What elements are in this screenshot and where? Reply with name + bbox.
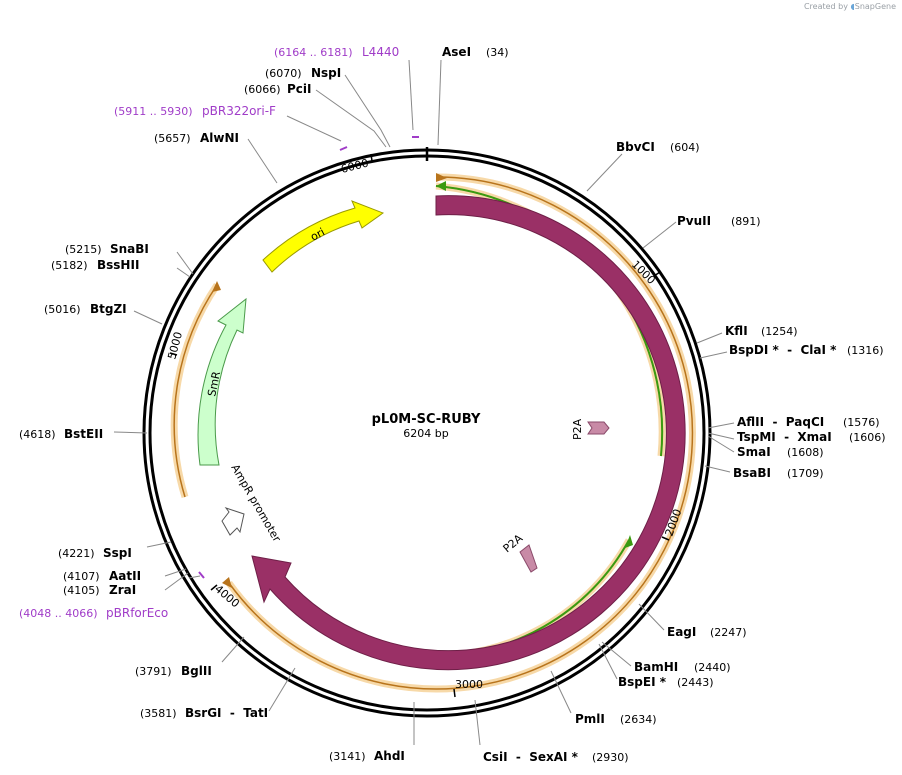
ori-label: ori [308,225,327,243]
site-eagi-pos: (2247) [710,626,747,639]
site-bsabi-pos: (1709) [787,467,824,480]
site-pmli: PmlI [575,712,605,726]
restriction-sites: AseI (34) BbvCI (604) PvuII (891) KflI (… [19,45,886,764]
site-pvuii: PvuII [677,214,711,228]
site-sspi-pos: (4221) [58,547,95,560]
site-bspei: BspEI * [618,675,667,689]
ruby-label: RUBY [603,501,627,533]
site-bspei-pos: (2443) [677,676,714,689]
ruby-feature [251,195,686,671]
site-ahdi-pos: (3141) [329,750,366,763]
tick-6000: 6000 [340,157,370,176]
site-kfli-pos: (1254) [761,325,798,338]
primer-pbrforeco-name: pBRforEco [106,606,168,620]
snapgene-logo-icon: ◖ [850,2,855,11]
site-alwni: AlwNI [200,131,239,145]
site-tspmi-pos: (1606) [849,431,886,444]
site-bspdi-pos: (1316) [847,344,884,357]
site-bsteii: BstEII [64,427,103,441]
site-tspmi: TspMI - XmaI [737,430,832,444]
site-bsrgi-pos: (3581) [140,707,177,720]
leader-lines [113,59,735,746]
site-btgzi-pos: (5016) [44,303,81,316]
site-eagi: EagI [667,625,696,639]
site-kfli: KflI [725,324,748,338]
ampr-promoter-feature [221,507,245,536]
primer-pbrforeco-range: (4048 .. 4066) [19,607,98,620]
site-bamhi: BamHI [634,660,678,674]
site-bspdi: BspDI * - ClaI * [729,343,837,357]
site-nspi: NspI [311,66,341,80]
site-csii-pos: (2930) [592,751,629,764]
site-aatii-pos: (4107) [63,570,100,583]
site-asei: AseI [442,45,471,59]
primer-pbrforeco-mark [198,571,205,579]
site-bglii-pos: (3791) [135,665,172,678]
site-csii: CsiI - SexAI * [483,750,579,764]
ori-feature [262,200,385,273]
site-bsteii-pos: (4618) [19,428,56,441]
site-zrai-pos: (4105) [63,584,100,597]
site-pmli-pos: (2634) [620,713,657,726]
site-bsabi: BsaBI [733,466,771,480]
p2a-feature-2 [519,544,538,573]
site-btgzi: BtgZI [90,302,127,316]
primer-l4440-range: (6164 .. 6181) [274,46,353,59]
credit-text: Created by [803,2,848,11]
primer-pbr322ori-range: (5911 .. 5930) [114,105,193,118]
site-alwni-pos: (5657) [154,132,191,145]
primer-l4440-name: L4440 [362,45,399,59]
site-ahdi: AhdI [374,749,405,763]
snapgene-credit: Created by ◖SnapGene [804,2,896,11]
site-aatii: AatII [109,569,141,583]
primers: (6164 .. 6181) L4440 (5911 .. 5930) pBR3… [19,45,399,620]
smr-feature [197,297,247,466]
site-bamhi-pos: (2440) [694,661,731,674]
credit-brand: SnapGene [854,2,896,11]
plasmid-name: pL0M-SC-RUBY [372,412,481,427]
tick-4000: 4000 [212,582,242,610]
site-bbvci: BbvCI [616,140,655,154]
ampr-promoter-label: AmpR promoter [228,462,283,545]
smr-label: SmR [205,370,223,398]
site-bsshii: BssHII [97,258,139,272]
tick-marks [169,153,670,698]
site-bglii: BglII [181,664,212,678]
site-pcii: PciI [287,82,312,96]
site-nspi-pos: (6070) [265,67,302,80]
primer-pbr322ori-name: pBR322ori-F [202,104,276,118]
tick-3000: 3000 [455,678,483,691]
site-smai-pos: (1608) [787,446,824,459]
site-pcii-pos: (6066) [244,83,281,96]
site-sspi: SspI [103,546,132,560]
site-bsshii-pos: (5182) [51,259,88,272]
plasmid-size: 6204 bp [403,427,448,440]
site-zrai: ZraI [109,583,136,597]
p2a-label-1: P2A [571,418,584,440]
site-aflii-pos: (1576) [843,416,880,429]
primer-pbr322ori-mark [339,146,348,151]
site-asei-pos: (34) [486,46,509,59]
site-aflii: AflII - PaqCI [737,415,824,429]
site-bbvci-pos: (604) [670,141,700,154]
site-smai: SmaI [737,445,771,459]
site-snabi: SnaBI [110,242,149,256]
site-pvuii-pos: (891) [731,215,761,228]
site-snabi-pos: (5215) [65,243,102,256]
p2a-feature-1 [587,421,610,435]
site-bsrgi: BsrGI - TatI [185,706,268,720]
